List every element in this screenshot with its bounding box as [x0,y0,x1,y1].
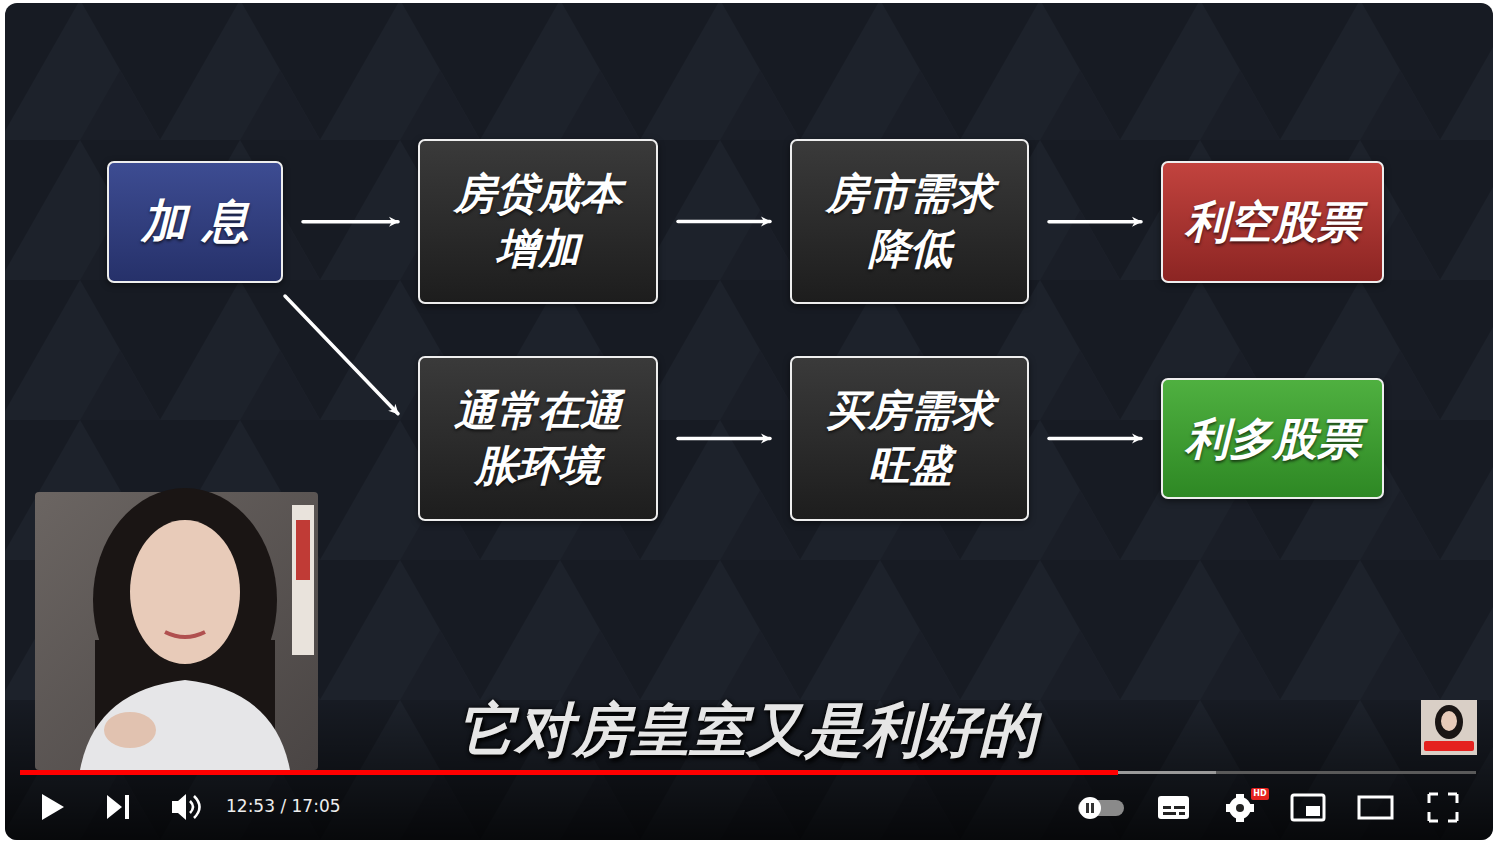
flow-arrow [1049,437,1141,441]
node-label: 利空股票 [1185,193,1361,250]
process-box: 通常在通 胀环境 [418,356,658,521]
node-label: 利多股票 [1185,410,1361,467]
node-label: 房贷成本 增加 [432,167,644,276]
progress-bar [20,770,1476,775]
flow-arrow [285,296,398,414]
node-label: 加 息 [141,192,249,252]
flow-arrow [678,220,770,224]
start-box: 加 息 [107,161,283,283]
flow-arrow [1049,220,1141,224]
node-label: 房市需求 降低 [804,167,1015,276]
outcome-box: 利多股票 [1161,378,1384,499]
flow-arrow [678,437,770,441]
player-controls [42,788,1457,822]
subtitle: 它对房皇室又是利好的 [0,692,1494,770]
quality-badge: HD [1251,788,1269,800]
node-label: 通常在通 胀环境 [432,384,644,493]
channel-watermark [1421,700,1477,755]
node-label: 买房需求 旺盛 [804,384,1015,493]
presenter-inset [35,488,318,770]
flow-arrow [303,220,398,224]
time-display: 12:53 / 17:05 [226,796,341,816]
process-box: 房市需求 降低 [790,139,1029,304]
outcome-box: 利空股票 [1161,161,1384,283]
process-box: 房贷成本 增加 [418,139,658,304]
process-box: 买房需求 旺盛 [790,356,1029,521]
